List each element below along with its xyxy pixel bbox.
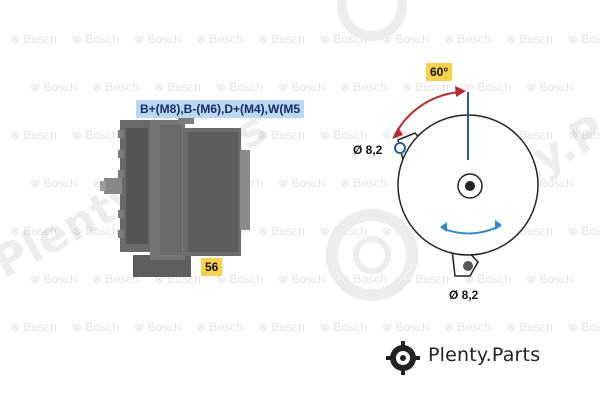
brake-disc-watermark-icon <box>326 0 418 301</box>
hole-diameter-lower: Ø 8,2 <box>449 288 479 302</box>
brand-name: Plenty <box>428 344 486 366</box>
brand-watermark: Plenty.Parts <box>386 344 540 366</box>
hole-diameter-upper: Ø 8,2 <box>353 143 383 157</box>
alternator-front-view <box>392 86 539 277</box>
angle-label: 60° <box>426 63 453 81</box>
plenty-logo-icon <box>386 341 420 375</box>
alternator-side-view <box>100 112 250 277</box>
brand-suffix: .Parts <box>485 344 541 366</box>
terminal-label: B+(M8),B-(M6),D+(M4),W(M5 <box>136 100 304 118</box>
dimension-56-label: 56 <box>201 258 223 276</box>
